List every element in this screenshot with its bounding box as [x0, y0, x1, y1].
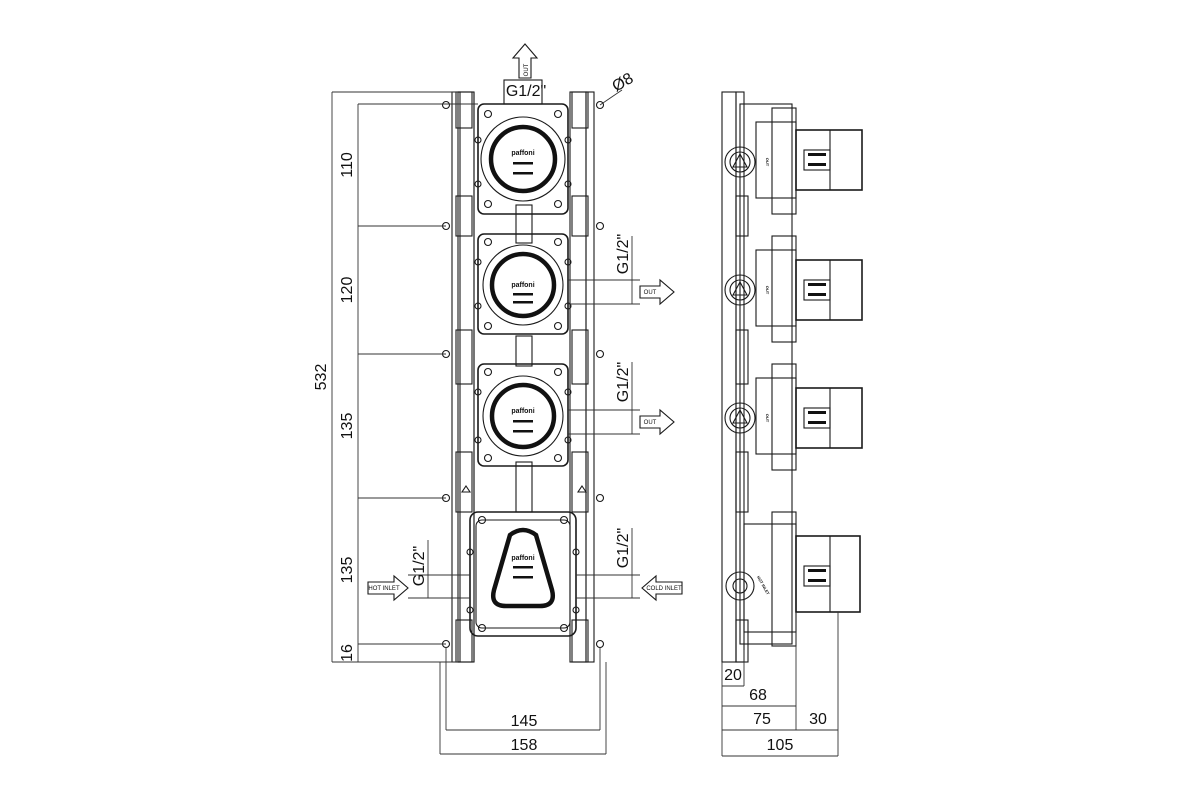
dim-total-height: 532: [313, 364, 330, 391]
diverter-module-3: paffoni: [474, 363, 572, 467]
thread-out-1: G1/2": [615, 234, 632, 274]
side-view: OUT OUT OUT: [721, 91, 863, 757]
dim-68: 68: [749, 687, 767, 704]
thread-out-2: G1/2": [615, 362, 632, 402]
side-valve-2: OUT: [724, 235, 863, 343]
thread-hot: G1/2": [411, 546, 428, 586]
arrow-out-top: OUT: [524, 63, 530, 76]
thread-top: G1/2": [506, 83, 546, 100]
hole-diameter-callout: Ø8: [599, 70, 637, 106]
dim-segment-120: 120: [339, 277, 356, 304]
cold-inlet: G1/2" COLD INLET: [576, 528, 683, 602]
dim-20: 20: [724, 667, 742, 684]
dim-75: 75: [753, 711, 771, 728]
side-label-out: OUT: [765, 286, 770, 295]
brand-label: paffoni: [511, 555, 534, 562]
side-valve-3: OUT: [724, 363, 863, 471]
diverter-module-2: paffoni: [474, 233, 572, 335]
dim-segment-135-b: 135: [339, 557, 356, 584]
arrow-out-2: OUT: [644, 420, 657, 426]
side-label-out: OUT: [765, 158, 770, 167]
dim-inner-width: 145: [511, 713, 538, 730]
front-view: paffoni paffoni paffoni: [313, 43, 683, 755]
side-label-out: OUT: [765, 414, 770, 423]
dim-30: 30: [809, 711, 827, 728]
hot-inlet: G1/2" HOT INLET: [367, 540, 470, 602]
dim-outer-width: 158: [511, 737, 538, 754]
dim-segment-110: 110: [339, 152, 356, 178]
brand-label: paffoni: [511, 282, 534, 289]
side-outlet-2: G1/2" OUT: [568, 362, 675, 436]
diverter-module-1: paffoni: [474, 103, 572, 215]
side-label-inlet: HOT INLET: [756, 575, 771, 596]
depth-dimensions: 20 68 75 30 105: [721, 612, 839, 757]
side-valve-1: OUT: [724, 107, 863, 215]
brand-label: paffoni: [511, 408, 534, 415]
side-mixer: HOT INLET: [725, 511, 861, 647]
dim-hole: Ø8: [610, 70, 637, 95]
width-dimensions: 145 158: [439, 648, 607, 755]
mixer-module: paffoni: [466, 511, 580, 637]
side-outlet-1: G1/2" OUT: [568, 234, 675, 306]
top-outlet: G1/2" OUT: [506, 43, 546, 100]
arrow-out-1: OUT: [644, 290, 657, 296]
brand-label: paffoni: [511, 150, 534, 157]
height-dimensions: 532 110 120 135 135 16: [313, 91, 478, 663]
dim-segment-16: 16: [339, 644, 356, 662]
dim-105: 105: [767, 737, 794, 754]
thread-cold: G1/2": [615, 528, 632, 568]
arrow-hot-inlet: HOT INLET: [368, 586, 400, 592]
arrow-cold-inlet: COLD INLET: [646, 586, 682, 592]
dim-segment-135-a: 135: [339, 413, 356, 440]
